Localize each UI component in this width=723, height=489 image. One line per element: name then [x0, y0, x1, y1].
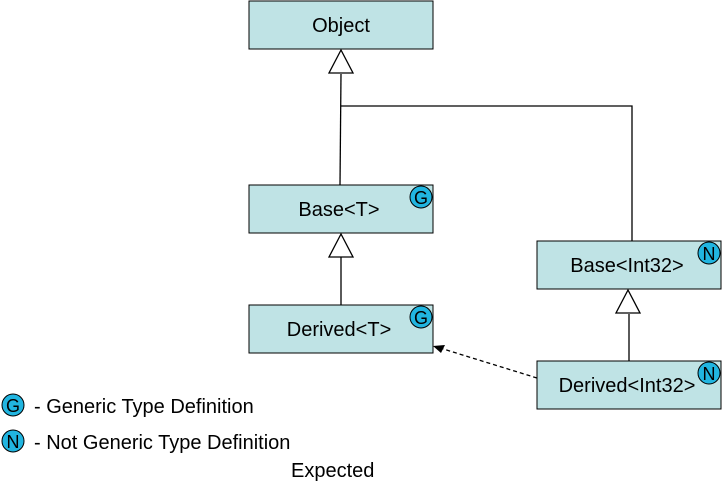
inheritance-arrowheads [327, 48, 642, 314]
connectors [339, 73, 633, 379]
node-base-t: Base<T> G [248, 184, 434, 234]
generic-badge-icon: G [409, 305, 433, 329]
node-object: Object [248, 0, 434, 50]
node-derived-t-box [248, 304, 434, 354]
svg-text:G: G [414, 308, 428, 328]
node-base-int32: Base<Int32> N [536, 240, 722, 290]
diagram-caption: Expected [291, 460, 374, 482]
node-derived-t-label: Derived<T> [287, 319, 392, 341]
svg-text:N: N [7, 432, 20, 452]
legend-item-not-generic: N - Not Generic Type Definition [1, 429, 290, 454]
node-object-label: Object [312, 15, 370, 37]
node-derived-t: Derived<T> G [248, 304, 434, 354]
inheritance-arrow-base-int32 [614, 288, 642, 314]
not-generic-badge-icon: N [697, 361, 721, 385]
node-object-box [248, 0, 434, 50]
node-derived-int32-label: Derived<Int32> [559, 375, 696, 397]
connector-base-int32-to-object [341, 105, 633, 241]
legend-item-generic: G - Generic Type Definition [1, 393, 254, 418]
legend: G - Generic Type Definition N - Not Gene… [1, 393, 290, 454]
svg-text:N: N [703, 244, 716, 264]
legend-generic-text: - Generic Type Definition [34, 396, 254, 418]
node-base-int32-label: Base<Int32> [570, 255, 683, 277]
node-base-int32-box [536, 240, 722, 290]
connector-base-t-to-object [339, 73, 342, 186]
inheritance-arrow-object [327, 48, 355, 74]
svg-text:N: N [703, 364, 716, 384]
node-base-t-label: Base<T> [298, 199, 379, 221]
dependency-arrowhead [433, 345, 445, 353]
dashed-connector-derived-int32-to-derived-t [439, 347, 538, 379]
not-generic-badge-icon: N [1, 429, 25, 453]
inheritance-arrow-base-t [327, 232, 355, 258]
svg-text:G: G [6, 396, 20, 416]
node-base-t-box [248, 184, 434, 234]
legend-not-generic-text: - Not Generic Type Definition [34, 432, 290, 454]
node-derived-int32: Derived<Int32> N [536, 360, 722, 410]
generic-badge-icon: G [1, 393, 25, 417]
node-derived-int32-box [536, 360, 722, 410]
svg-text:G: G [414, 188, 428, 208]
generic-badge-icon: G [409, 185, 433, 209]
not-generic-badge-icon: N [697, 241, 721, 265]
